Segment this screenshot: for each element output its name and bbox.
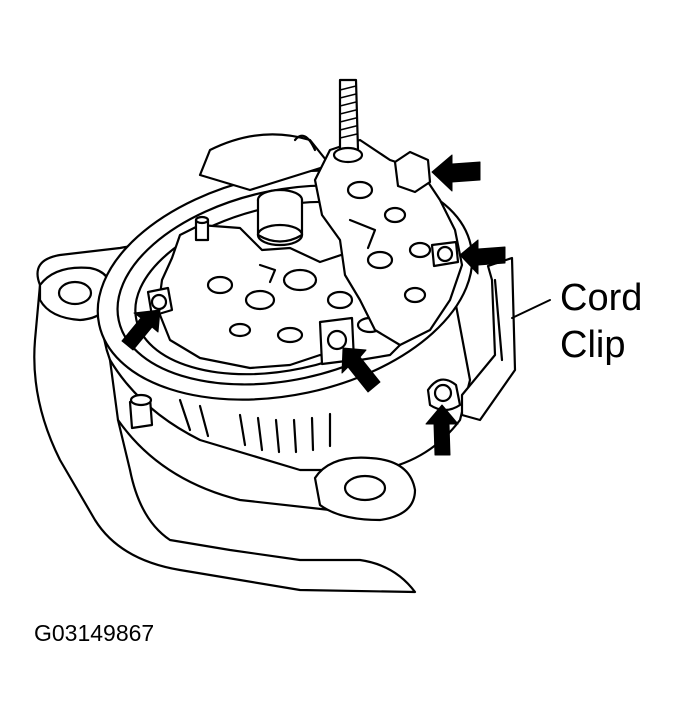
callout-label-line2: Clip [560, 324, 626, 366]
arrow-icon [431, 154, 481, 192]
callout-leader [511, 299, 551, 319]
figure-id: G03149867 [34, 620, 155, 646]
arrow-icon [425, 404, 459, 456]
arrow-icon [459, 239, 506, 275]
callout-label-line1: Cord [560, 277, 643, 319]
arrow-icon [341, 347, 381, 393]
b-terminal-stud [338, 78, 360, 152]
arrow-icon [121, 309, 161, 351]
cord-clip [460, 256, 517, 422]
